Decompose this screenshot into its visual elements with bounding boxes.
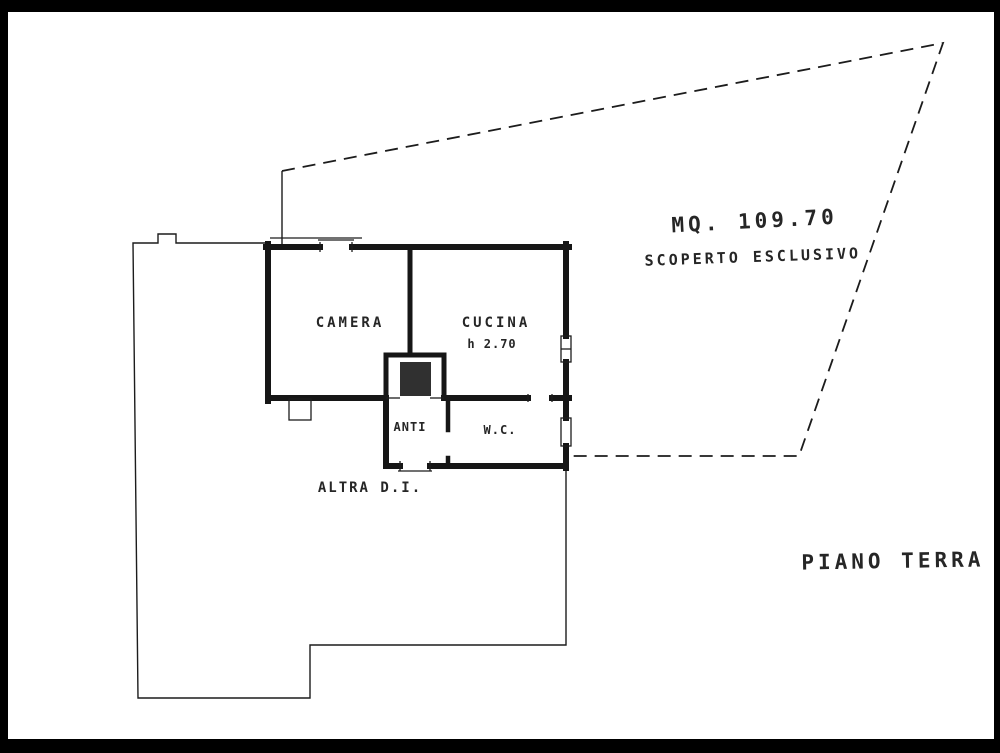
- room-label-cucina: CUCINA: [462, 315, 531, 331]
- building-exterior-walls: [263, 241, 572, 404]
- floor-plan-page: MQ. 109.70 SCOPERTO ESCLUSIVO CAMERA CUC…: [8, 12, 994, 739]
- room-label-camera: CAMERA: [316, 315, 385, 331]
- plot-boundary-path: [281, 41, 945, 457]
- floor-plan-drawing: MQ. 109.70 SCOPERTO ESCLUSIVO CAMERA CUC…: [132, 41, 985, 699]
- core-stair-block: [400, 362, 431, 396]
- room-height-label: h 2.70: [467, 337, 516, 351]
- plot-boundary-dashed: [281, 41, 945, 457]
- wc-window: [560, 417, 572, 447]
- room-label-anti: ANTI: [394, 420, 427, 434]
- parcel-outline-path: [132, 233, 567, 699]
- area-type-label: SCOPERTO ESCLUSIVO: [644, 244, 861, 270]
- area-value-label: MQ. 109.70: [671, 205, 838, 238]
- floor-title-label: PIANO TERRA: [801, 547, 984, 574]
- lower-extension-walls: [383, 395, 569, 471]
- openings-thin-marks: [270, 237, 572, 472]
- plan-note-label: ALTRA D.I.: [318, 480, 422, 496]
- room-label-wc: W.C.: [484, 423, 517, 437]
- parcel-outline: [132, 233, 567, 699]
- chimney-protrusion: [288, 398, 312, 421]
- building-interior-walls: [383, 247, 447, 401]
